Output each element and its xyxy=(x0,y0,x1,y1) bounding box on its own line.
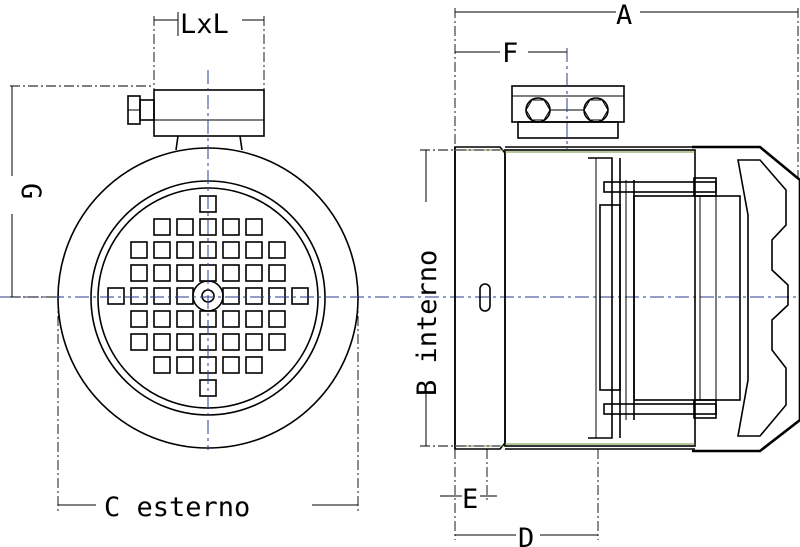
grid-square xyxy=(268,241,286,259)
grid-square xyxy=(222,310,240,328)
grid-square xyxy=(176,310,194,328)
grid-square xyxy=(176,333,194,351)
dimension-c: C esterno xyxy=(57,298,359,523)
rotor-flange xyxy=(599,204,621,391)
grid-square xyxy=(153,287,171,305)
dimension-g: G xyxy=(10,85,154,298)
grid-square xyxy=(176,287,194,305)
grid-square xyxy=(268,310,286,328)
label-f: F xyxy=(502,38,518,69)
fan-blade xyxy=(737,159,789,437)
grid-square xyxy=(107,287,125,305)
grid-square xyxy=(245,218,263,236)
dimension-e: E xyxy=(440,449,497,540)
label-d: D xyxy=(518,523,534,547)
grid-square xyxy=(176,264,194,282)
label-a: A xyxy=(616,0,632,31)
grid-square xyxy=(130,264,148,282)
grid-square xyxy=(222,264,240,282)
grid-square xyxy=(153,310,171,328)
dimension-a: A xyxy=(454,0,799,178)
grid-square xyxy=(153,218,171,236)
grid-square xyxy=(222,356,240,374)
bolt-left xyxy=(525,97,551,123)
grid-square xyxy=(222,333,240,351)
grid-square xyxy=(130,310,148,328)
grid-square xyxy=(245,287,263,305)
grid-square xyxy=(153,356,171,374)
dimension-f: F xyxy=(455,38,567,69)
grid-square xyxy=(268,287,286,305)
grid-square xyxy=(222,287,240,305)
grid-square xyxy=(176,356,194,374)
grid-square xyxy=(245,333,263,351)
slot xyxy=(479,283,491,312)
grid-square xyxy=(176,218,194,236)
dimension-b: B interno xyxy=(412,149,500,447)
terminal-box-front xyxy=(153,89,265,137)
inner-bracket xyxy=(588,157,613,439)
dimension-lxl: LxL xyxy=(153,9,265,92)
grid-square xyxy=(291,287,309,305)
rotor-block xyxy=(633,195,741,401)
label-e: E xyxy=(462,484,478,515)
grid-square xyxy=(153,333,171,351)
front-view xyxy=(0,70,800,450)
side-view xyxy=(454,48,800,453)
grid-square xyxy=(268,264,286,282)
grid-square xyxy=(245,356,263,374)
grid-square xyxy=(130,333,148,351)
grid-square xyxy=(153,241,171,259)
grid-square xyxy=(245,241,263,259)
housing-body xyxy=(504,149,696,447)
terminal-box-neck xyxy=(175,135,243,151)
label-c-esterno: C esterno xyxy=(104,492,250,523)
label-g: G xyxy=(15,183,46,199)
fan-cover xyxy=(692,145,800,453)
label-lxl: LxL xyxy=(180,9,229,40)
dimension-d: D xyxy=(455,449,599,547)
grid-square xyxy=(153,264,171,282)
fan-cover-grid xyxy=(107,195,309,397)
grid-square xyxy=(245,310,263,328)
grid-square xyxy=(268,333,286,351)
grid-square xyxy=(130,241,148,259)
grid-square xyxy=(222,241,240,259)
grid-square xyxy=(245,264,263,282)
grid-square xyxy=(176,241,194,259)
cable-gland xyxy=(139,99,155,121)
grid-square xyxy=(222,218,240,236)
grid-square xyxy=(130,287,148,305)
bolt-right xyxy=(583,97,609,123)
label-b-interno: B interno xyxy=(412,250,443,396)
